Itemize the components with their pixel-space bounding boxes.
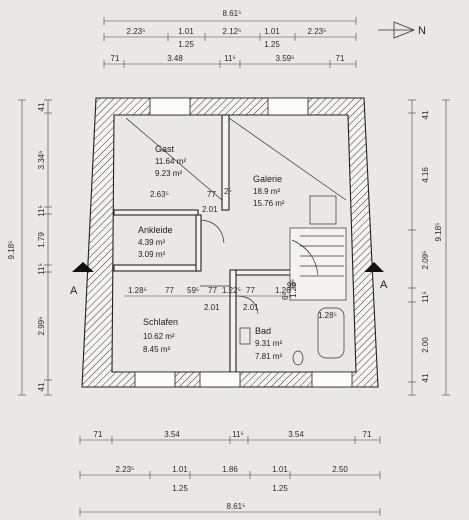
interior-dim-12: 2.01	[243, 303, 259, 312]
bottom-dim-7: 1.01	[172, 465, 188, 474]
bottom-dim-6: 2.23⁵	[116, 465, 135, 474]
room-bad-area1: 9.31 m²	[255, 339, 282, 348]
interior-dim-2: 77	[207, 190, 216, 199]
right-total-dim: 9.18⁵	[434, 223, 443, 242]
section-mark-right: A	[380, 279, 388, 291]
top-dim-10: 11⁵	[224, 54, 236, 63]
bottom-dim-9: 1.01	[272, 465, 288, 474]
bottom-dimensions: 71 3.54 11⁵ 3.54 71 2.23⁵ 1.01 1.86 1.01…	[79, 430, 381, 516]
bottom-total-dim: 8.61⁵	[227, 502, 246, 511]
left-dimensions: 9.18⁵ 41 3.34⁵ 11⁵ 1.79 11⁵ 2.99⁵ 41	[7, 99, 52, 396]
bottom-dim-8: 1.86	[222, 465, 238, 474]
interior-dim-1: 2.63⁵	[150, 190, 169, 199]
room-galerie-name: Galerie	[253, 174, 282, 184]
room-ankleide-area1: 4.39 m²	[138, 238, 165, 247]
room-schlafen-area1: 10.62 m²	[143, 332, 175, 341]
interior-dim-6: 77	[165, 286, 174, 295]
left-total-dim: 9.18⁵	[7, 241, 16, 260]
right-dim-3: 2.09⁵	[421, 251, 430, 270]
top-dim-12: 71	[336, 54, 345, 63]
right-dim-2: 4.16	[421, 167, 430, 183]
room-labels: Gast 11.64 m² 9.23 m² Galerie 18.9 m² 15…	[138, 144, 285, 361]
interior-dim-4: 2.01	[202, 205, 218, 214]
top-dim-6: 1.25	[178, 40, 194, 49]
interior-dimensions: 2.63⁵ 77 2⁵ 2.01 1.28⁵ 77 59⁵ 77 1.22⁵ 7…	[124, 187, 337, 320]
left-dim-5: 11⁵	[37, 263, 46, 275]
interior-dim-10: 77	[246, 286, 255, 295]
bottom-dim-12: 1.25	[272, 484, 288, 493]
left-dim-6: 2.99⁵	[37, 317, 46, 336]
bottom-dim-11: 1.25	[172, 484, 188, 493]
left-dim-3: 11⁵	[37, 205, 46, 217]
interior-dim-9: 1.22⁵	[222, 286, 241, 295]
top-dim-5: 2.23⁵	[308, 27, 327, 36]
right-dim-6: 41	[421, 373, 430, 382]
room-bad-area2: 7.81 m²	[255, 352, 282, 361]
top-dim-9: 3.48	[167, 54, 183, 63]
right-dim-1: 41	[421, 110, 430, 119]
left-dim-4: 1.79	[37, 232, 46, 248]
interior-dim-14: 1.28⁵	[318, 311, 337, 320]
north-arrow-label: N	[418, 25, 426, 37]
bottom-dim-1: 71	[94, 430, 103, 439]
interior-dim-3: 2⁵	[224, 187, 232, 196]
top-dim-7: 1.25	[264, 40, 280, 49]
right-dim-5: 2.00	[421, 337, 430, 353]
exterior-walls	[81, 97, 379, 388]
top-dim-1: 2.23⁵	[127, 27, 146, 36]
bottom-dim-4: 3.54	[288, 430, 304, 439]
room-galerie-area2: 15.76 m²	[253, 199, 285, 208]
interior-dim-8: 77	[208, 286, 217, 295]
room-schlafen-name: Schlafen	[143, 317, 178, 327]
section-mark-left: A	[70, 285, 78, 297]
left-dim-1: 41	[37, 102, 46, 111]
section-marks: A A	[70, 262, 388, 297]
interior-dim-11: 2.01	[204, 303, 220, 312]
top-dim-8: 71	[111, 54, 120, 63]
top-dimensions: 8.61⁵ 2.23⁵ 1.01 2.12⁵ 1.01 2.23⁵ 1.25 1…	[103, 9, 357, 68]
windows	[134, 97, 353, 388]
top-dim-11: 3.59⁵	[276, 54, 295, 63]
room-bad-name: Bad	[255, 326, 271, 336]
interior-dim-13: 1.26	[275, 286, 291, 295]
room-gast-area2: 9.23 m²	[155, 169, 182, 178]
right-dimensions: 41 4.16 2.09⁵ 11⁵ 2.00 41 9.18⁵	[408, 99, 450, 396]
interior-dim-15: 1.28⁵	[289, 279, 298, 298]
right-dim-4: 11⁵	[421, 291, 430, 303]
room-schlafen-area2: 8.45 m²	[143, 345, 170, 354]
left-dim-2: 3.34⁵	[37, 151, 46, 170]
bottom-dim-10: 2.50	[332, 465, 348, 474]
top-dim-4: 1.01	[264, 27, 280, 36]
room-gast-name: Gast	[155, 144, 175, 154]
interior-dim-16: 6⁵	[281, 292, 290, 300]
interior-details	[125, 117, 347, 366]
left-dim-7: 41	[37, 382, 46, 391]
bottom-dim-2: 3.54	[164, 430, 180, 439]
room-ankleide-name: Ankleide	[138, 225, 173, 235]
room-gast-area1: 11.64 m²	[155, 157, 186, 166]
interior-dim-17: 99	[287, 281, 296, 290]
interior-dim-7: 59⁵	[187, 286, 199, 295]
interior-dim-5: 1.28⁵	[128, 286, 147, 295]
bottom-dim-3: 11⁵	[232, 430, 244, 439]
room-ankleide-area2: 3.09 m²	[138, 250, 165, 259]
top-dim-3: 2.12⁵	[223, 27, 242, 36]
north-arrow: N	[378, 21, 426, 39]
top-dim-2: 1.01	[178, 27, 194, 36]
room-galerie-area1: 18.9 m²	[253, 187, 280, 196]
top-total-dim: 8.61⁵	[223, 9, 242, 18]
bottom-dim-5: 71	[363, 430, 372, 439]
